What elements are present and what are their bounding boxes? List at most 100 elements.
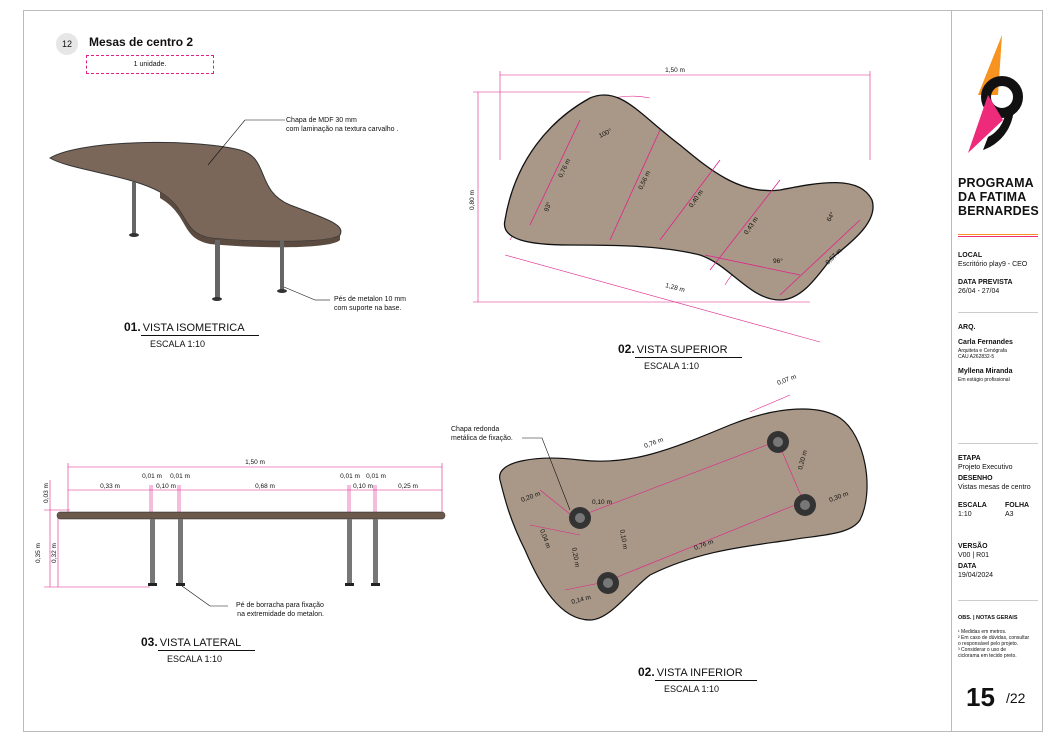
dim-bot-b2: 0,76 m xyxy=(643,437,664,450)
note-rubber-line2: na extremidade do metalon. xyxy=(237,611,324,618)
view-scale: ESCALA 1:10 xyxy=(644,361,700,371)
note-plate: Chapa redonda metálica de fixação. xyxy=(451,425,513,443)
view-label: VISTA ISOMETRICA xyxy=(140,322,259,336)
sheet-title: Mesas de centro 2 xyxy=(89,35,194,49)
dim-bot-b6: 0,10 m xyxy=(592,499,612,506)
data-value: 19/04/2024 xyxy=(958,571,994,579)
dim-top-width: 1,50 m xyxy=(665,67,685,74)
leg-side-3 xyxy=(347,519,352,585)
dim-side-h3: 0,32 m xyxy=(51,543,58,563)
note-feet-line2: com suporte na base. xyxy=(334,305,402,312)
view-number: 02. xyxy=(618,342,635,356)
dim-side-h1: 0,03 m xyxy=(43,483,50,503)
side-view-drawing: 1,50 m 0,33 m 0,01 m 0,10 m 0,01 m 0,68 … xyxy=(35,459,446,607)
dim-side-s7: 0,10 m xyxy=(353,483,373,490)
program-line1: PROGRAMA xyxy=(958,176,1034,190)
tb-etapa: ETAPA Projeto Executivo xyxy=(958,455,1040,472)
tb-data: DATA 19/04/2024 xyxy=(958,563,1040,580)
arq2-name: Myllena Miranda xyxy=(958,368,1013,375)
dim-bot-b9: 0,20 m xyxy=(570,547,580,568)
divider xyxy=(958,312,1038,313)
view-title-iso: 01.VISTA ISOMETRICA ESCALA 1:10 xyxy=(124,320,259,349)
date-label: DATA PREVISTA xyxy=(958,279,1013,286)
obs-note-3: ³ Considerar o uso de xyxy=(958,646,1007,653)
view-scale: ESCALA 1:10 xyxy=(664,684,720,694)
tb-folha: FOLHA A3 xyxy=(1005,502,1041,519)
table-top-top xyxy=(503,94,874,301)
note-plate-line1: Chapa redonda xyxy=(451,426,500,433)
tb-desenho: DESENHO Vistas mesas de centro xyxy=(958,475,1040,492)
arq2-role: Em estágio profissional xyxy=(958,376,1010,383)
drawing-sheet-border xyxy=(23,10,1043,732)
note-plate-line2: metálica de fixação. xyxy=(451,435,513,442)
desenho-label: DESENHO xyxy=(958,475,993,482)
tb-versao: VERSÃO V00 | R01 xyxy=(958,543,1040,560)
page-number: 15 xyxy=(966,682,995,712)
bottom-view-drawing: 0,07 m 0,76 m 0,20 m 0,30 m 0,20 m 0,10 … xyxy=(499,374,868,621)
arq1-cau: CAU A262832-5 xyxy=(958,353,995,360)
tb-arq1: Carla Fernandes Arquiteta e Cenógrafa CA… xyxy=(958,339,1040,360)
table-top-bottom xyxy=(499,408,868,621)
local-value: Escritório play9 - CEO xyxy=(958,260,1028,268)
table-top-side xyxy=(56,511,446,520)
dim-side-s2: 0,01 m xyxy=(142,473,162,480)
arq1-role: Arquiteta e Cenógrafa xyxy=(958,347,1007,354)
isometric-view-drawing xyxy=(49,119,342,301)
dim-side-s5: 0,68 m xyxy=(255,483,275,490)
dim-side-s6: 0,01 m xyxy=(340,473,360,480)
data-label: DATA xyxy=(958,563,977,570)
tb-date: DATA PREVISTA 26/04 - 27/04 xyxy=(958,279,1040,296)
note-mdf-line2: com laminação na textura carvalho . xyxy=(286,126,399,133)
sheet-number-badge: 12 xyxy=(56,33,78,55)
note-rubber-line1: Pé de borracha para fixação xyxy=(236,602,324,609)
etapa-value: Projeto Executivo xyxy=(958,463,1013,471)
dim-side-s9: 0,25 m xyxy=(398,483,418,490)
obs-note-1: ¹ Medidas em metros. xyxy=(958,628,1007,635)
etapa-label: ETAPA xyxy=(958,455,981,462)
quantity-box: 1 unidade. xyxy=(86,55,214,74)
view-label: VISTA SUPERIOR xyxy=(634,344,742,358)
dim-bot-b1: 0,07 m xyxy=(776,374,797,387)
obs-note-3b: ciclorama em tecido preto. xyxy=(958,652,1017,659)
versao-label: VERSÃO xyxy=(958,543,988,550)
view-title-top: 02.VISTA SUPERIOR ESCALA 1:10 xyxy=(618,342,742,371)
dim-side-s3: 0,10 m xyxy=(156,483,176,490)
dim-bot-b11: 0,14 m xyxy=(571,594,592,606)
arq-label: ARQ. xyxy=(958,324,976,331)
view-number: 02. xyxy=(638,665,655,679)
divider xyxy=(958,600,1038,601)
note-mdf-line1: Chapa de MDF 30 mm xyxy=(286,117,357,124)
escala-label: ESCALA xyxy=(958,502,987,509)
table-top-iso xyxy=(49,141,342,242)
divider xyxy=(958,236,1038,237)
leg-side-2 xyxy=(178,519,183,585)
tb-arq2: Myllena Miranda Em estágio profissional xyxy=(958,368,1040,383)
obs-label: OBS. | NOTAS GERAIS xyxy=(958,615,1018,621)
dim-side-total: 1,50 m xyxy=(245,459,265,466)
date-value: 26/04 - 27/04 xyxy=(958,287,1000,295)
divider xyxy=(958,443,1038,444)
obs-note-2b: o responsável pelo projeto. xyxy=(958,640,1019,647)
program-line2: DA FATIMA xyxy=(958,190,1027,204)
tb-obs: OBS. | NOTAS GERAIS ¹ Medidas em metros.… xyxy=(958,614,1040,659)
view-label: VISTA INFERIOR xyxy=(654,667,757,681)
dim-side-s1: 0,33 m xyxy=(100,483,120,490)
dim-bot-b7: 0,10 m xyxy=(618,529,628,550)
divider xyxy=(958,234,1038,235)
titleblock-divider xyxy=(951,10,952,732)
leg-side-1 xyxy=(150,519,155,585)
view-title-side: 03.VISTA LATERAL ESCALA 1:10 xyxy=(141,635,256,664)
tb-arq: ARQ. xyxy=(958,324,1040,333)
arq1-name: Carla Fernandes xyxy=(958,339,1013,346)
folha-label: FOLHA xyxy=(1005,502,1030,509)
dim-side-s4: 0,01 m xyxy=(170,473,190,480)
local-label: LOCAL xyxy=(958,252,983,259)
dim-top-diag: 1,28 m xyxy=(664,282,685,294)
note-mdf: Chapa de MDF 30 mm com laminação na text… xyxy=(286,116,398,134)
dim-side-h2: 0,35 m xyxy=(35,543,42,563)
dim-bot-b3: 0,20 m xyxy=(797,450,809,471)
view-label: VISTA LATERAL xyxy=(157,637,256,651)
folha-value: A3 xyxy=(1005,510,1014,518)
obs-note-2: ² Em caso de dúvidas, consultar xyxy=(958,634,1030,641)
dim-top-angle2: 93° xyxy=(542,200,553,212)
